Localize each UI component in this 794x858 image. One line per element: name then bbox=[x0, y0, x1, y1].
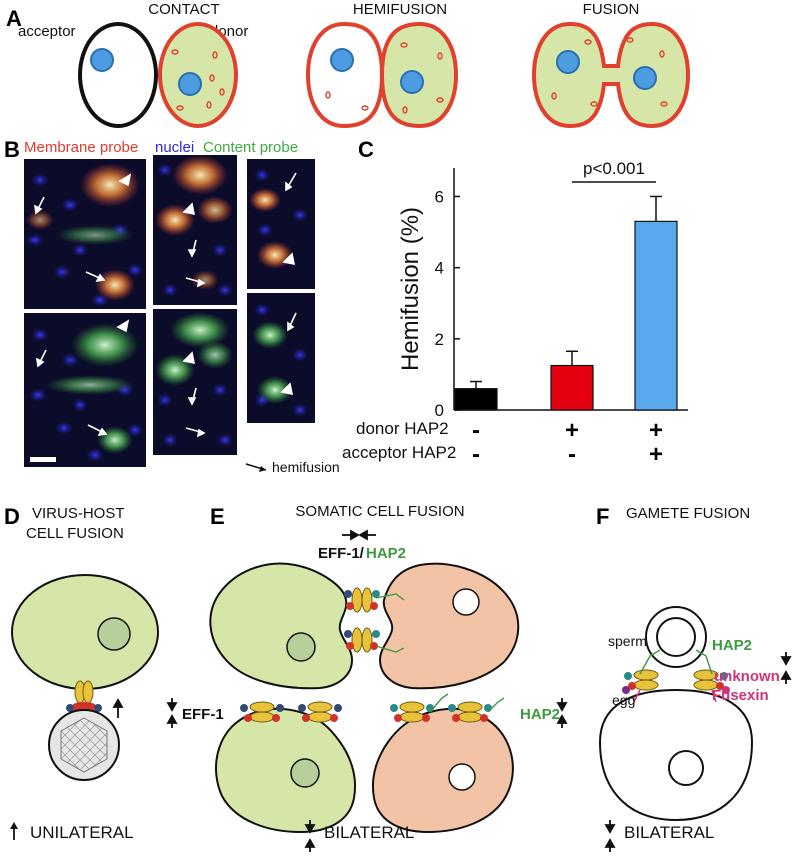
significance-label: p<0.001 bbox=[583, 159, 645, 178]
micrograph-top-right bbox=[247, 159, 315, 289]
e-green-cell-top bbox=[209, 562, 354, 690]
e-protein-left: EFF-1/ bbox=[318, 545, 365, 562]
e-right-arrows-icon bbox=[556, 698, 568, 728]
donor-sign-0: - bbox=[472, 417, 480, 444]
donor-cell bbox=[158, 22, 238, 128]
f-bilateral-label: BILATERAL bbox=[604, 820, 714, 852]
title-fusion: FUSION bbox=[583, 1, 640, 18]
y-tick-label-3: 6 bbox=[435, 187, 444, 206]
panel-letter-c: C bbox=[358, 137, 374, 162]
micrograph-bottom-left bbox=[24, 313, 146, 467]
e-left-arrows-icon bbox=[166, 698, 178, 728]
bar-2 bbox=[634, 220, 678, 411]
acceptor-sign-2: + bbox=[649, 441, 663, 468]
d-title-line1: VIRUS-HOST bbox=[32, 505, 125, 522]
micrograph-markers bbox=[33, 172, 297, 438]
e-peach-cell-top bbox=[378, 562, 520, 690]
panel-letter-d: D bbox=[4, 504, 20, 529]
unilateral-arrow-icon bbox=[112, 698, 124, 718]
hemi-acceptor-nucleus bbox=[330, 48, 354, 72]
donor-sign-2: + bbox=[649, 417, 663, 444]
panel-letter-b: B bbox=[4, 137, 20, 162]
micrograph-tiles bbox=[24, 155, 315, 467]
panel-letter-a: A bbox=[6, 6, 22, 31]
acceptor-label: acceptor bbox=[18, 23, 76, 40]
micrograph-top-middle bbox=[153, 155, 237, 305]
acceptor-nucleus bbox=[90, 48, 114, 72]
bar-0 bbox=[454, 388, 498, 411]
donor-nucleus bbox=[178, 72, 202, 96]
panel-letter-f: F bbox=[596, 504, 609, 529]
f-fusogens bbox=[622, 649, 730, 703]
fused-nucleus-2 bbox=[633, 66, 657, 90]
host-cell bbox=[11, 574, 159, 690]
f-title: GAMETE FUSION bbox=[626, 505, 750, 522]
panel-letter-e: E bbox=[210, 504, 225, 529]
row-label-acceptor: acceptor HAP2 bbox=[342, 443, 456, 462]
bar-1 bbox=[550, 364, 594, 411]
y-axis-label: Hemifusion (%) bbox=[397, 207, 424, 371]
e-peach-cell-bottom bbox=[372, 707, 514, 834]
egg-label: egg bbox=[612, 692, 635, 708]
legend-content: Content probe bbox=[203, 139, 298, 156]
scale-bar bbox=[30, 457, 56, 462]
hemifusion-key-label: hemifusion bbox=[272, 459, 340, 475]
sperm-label: sperm bbox=[608, 633, 647, 649]
legend-membrane: Membrane probe bbox=[24, 139, 138, 156]
panel-e: E SOMATIC CELL FUSION EFF-1/ HAP2 bbox=[166, 503, 568, 852]
title-contact: CONTACT bbox=[148, 1, 219, 18]
e-side-right: HAP2 bbox=[520, 706, 560, 723]
e-mode: BILATERAL bbox=[324, 823, 414, 842]
fused-cell bbox=[531, 21, 691, 129]
hemifusion-key: hemifusion bbox=[245, 459, 340, 475]
e-bilateral-label: BILATERAL bbox=[304, 820, 414, 852]
panel-b: B Membrane probe nuclei Content probe bbox=[4, 137, 340, 475]
egg-nucleus bbox=[668, 750, 704, 786]
micrograph-bottom-middle bbox=[153, 309, 237, 455]
y-tick-label-1: 2 bbox=[435, 330, 444, 349]
legend-nuclei: nuclei bbox=[155, 139, 194, 156]
acceptor-cell bbox=[78, 22, 158, 128]
e-protein-right: HAP2 bbox=[366, 545, 406, 562]
acceptor-sign-0: - bbox=[472, 441, 480, 468]
f-unknown-line2: Fusexin bbox=[712, 687, 769, 704]
panel-a: A CONTACT HEMIFUSION FUSION acceptor don… bbox=[6, 1, 691, 129]
e-title: SOMATIC CELL FUSION bbox=[295, 503, 464, 520]
donor-sign-1: + bbox=[565, 417, 579, 444]
d-title-line2: CELL FUSION bbox=[26, 525, 124, 542]
y-tick-label-0: 0 bbox=[435, 401, 444, 420]
row-label-donor: donor HAP2 bbox=[356, 419, 449, 438]
f-unknown-line1: unknown bbox=[714, 668, 780, 685]
capsid-icon bbox=[60, 717, 108, 773]
acceptor-sign-1: - bbox=[568, 441, 576, 468]
fusion-cells bbox=[531, 21, 691, 129]
host-nucleus bbox=[97, 617, 131, 651]
fused-nucleus-1 bbox=[556, 50, 580, 74]
unilateral-label: UNILATERAL bbox=[10, 822, 134, 842]
e-side-left: EFF-1 bbox=[182, 706, 224, 723]
donor-vesicles bbox=[171, 49, 225, 111]
f-side-arrows-icon bbox=[780, 652, 792, 684]
contact-cells bbox=[78, 22, 238, 128]
bilateral-top-arrows-icon bbox=[342, 529, 376, 541]
f-hap2: HAP2 bbox=[712, 637, 752, 654]
e-green-cell-bottom bbox=[215, 707, 356, 834]
hemi-acceptor bbox=[305, 21, 385, 129]
f-mode: BILATERAL bbox=[624, 823, 714, 842]
panel-d: D VIRUS-HOST CELL FUSION UNILATERAL bbox=[4, 504, 159, 842]
hemi-donor-nucleus bbox=[400, 70, 424, 94]
hemifusion-cells bbox=[305, 21, 459, 129]
title-hemifusion: HEMIFUSION bbox=[353, 1, 447, 18]
panel-f: F GAMETE FUSION sperm egg bbox=[596, 504, 792, 852]
e-fusogens bbox=[240, 587, 505, 723]
d-mode: UNILATERAL bbox=[30, 823, 134, 842]
y-tick-label-2: 4 bbox=[435, 259, 444, 278]
micrograph-bottom-right bbox=[247, 293, 315, 423]
